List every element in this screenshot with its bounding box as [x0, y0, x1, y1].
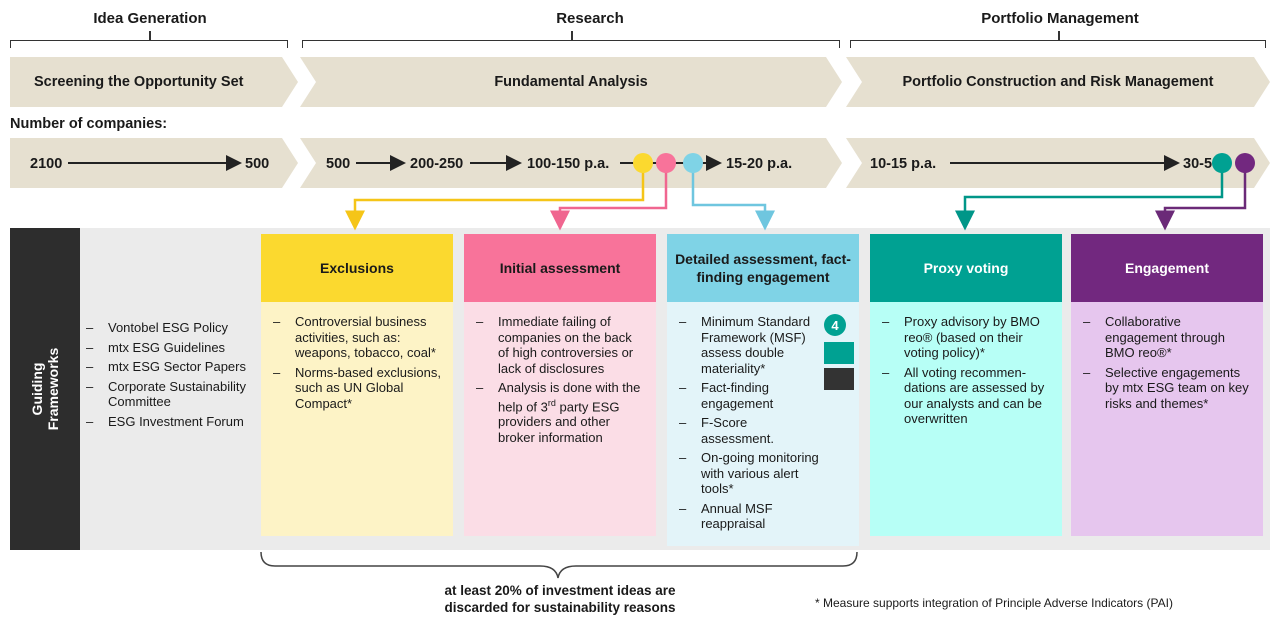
- column-engagement: Engagement Collaborative engagement thro…: [1071, 234, 1263, 536]
- dot-exclusions: [633, 153, 653, 173]
- column-exclusions-header: Exclusions: [261, 234, 453, 302]
- guiding-frameworks-list: Vontobel ESG Policy mtx ESG Guidelines m…: [80, 228, 258, 550]
- phase-research: Research: [556, 10, 624, 27]
- column-initial-title: Initial assessment: [499, 260, 621, 276]
- discarded-note-line2: discarded for sustainability reasons: [444, 600, 676, 615]
- connector-proxy: [955, 172, 1224, 231]
- discarded-note-line1: at least 20% of investment ideas are: [444, 583, 676, 598]
- list-item: Controversial business activities, such …: [273, 314, 443, 361]
- dot-initial: [656, 153, 676, 173]
- column-proxy-voting: Proxy voting Proxy advisory by BMO reo® …: [870, 234, 1062, 536]
- column-initial-assessment: Initial assessment Immediate failing of …: [464, 234, 656, 536]
- dot-engagement: [1235, 153, 1255, 173]
- bracket-idea-generation: [10, 31, 288, 48]
- dot-proxy: [1212, 153, 1232, 173]
- list-item: On-going monitoring with various alert t…: [679, 450, 819, 497]
- list-item: Immediate failing of companies on the ba…: [476, 314, 646, 376]
- list-item: Fact-finding engagement: [679, 380, 819, 411]
- connector-detailed: [691, 172, 775, 231]
- count-30-50: 30-50: [1183, 156, 1221, 172]
- count-500-research: 500: [326, 156, 351, 172]
- bracket-research: [302, 31, 840, 48]
- stage-screening-label: Screening the Opportunity Set: [34, 74, 244, 90]
- bracket-portfolio-management: [850, 31, 1266, 48]
- guiding-item: mtx ESG Sector Papers: [86, 359, 250, 375]
- list-item: Annual MSF reappraisal: [679, 501, 819, 532]
- bottom-brace: [260, 551, 858, 579]
- phase-idea-generation: Idea Generation: [93, 10, 207, 27]
- guiding-frameworks-title: Guiding Frameworks: [29, 348, 61, 430]
- list-item: Collaborative engagement through BMO reo…: [1083, 314, 1253, 361]
- column-proxy-title: Proxy voting: [923, 260, 1009, 276]
- count-15-20: 15-20 p.a.: [726, 156, 793, 172]
- stage-portfolio-label: Portfolio Construction and Risk Manageme…: [902, 74, 1214, 90]
- list-item: All voting recommen-dations are assessed…: [882, 365, 1052, 427]
- column-exclusions-title: Exclusions: [320, 260, 394, 276]
- count-500-idea: 500: [245, 156, 270, 172]
- guiding-item: Vontobel ESG Policy: [86, 320, 250, 336]
- column-engagement-title: Engagement: [1124, 260, 1209, 276]
- connector-engagement: [1155, 172, 1247, 231]
- column-exclusions: Exclusions Controversial business activi…: [261, 234, 453, 536]
- guiding-title-line2: Frameworks: [45, 347, 61, 431]
- count-10-15: 10-15 p.a.: [870, 156, 937, 172]
- count-100-150: 100-150 p.a.: [527, 156, 610, 172]
- connector-exclusions: [345, 172, 645, 231]
- count-200-250: 200-250: [410, 156, 464, 172]
- stage-fundamental-label: Fundamental Analysis: [494, 74, 648, 90]
- column-proxy-header: Proxy voting: [870, 234, 1062, 302]
- stage-fundamental-analysis: Fundamental Analysis: [300, 57, 842, 107]
- list-item: Selective engagements by mtx ESG team on…: [1083, 365, 1253, 412]
- dot-detailed: [683, 153, 703, 173]
- column-initial-header: Initial assessment: [464, 234, 656, 302]
- number-of-companies-label: Number of companies:: [10, 116, 168, 132]
- column-detailed-header: Detailed assessment, fact-finding engage…: [667, 234, 859, 302]
- column-detailed-title: Detailed assessment, fact-finding engage…: [675, 251, 851, 285]
- guiding-item: Corporate Sustainability Committee: [86, 379, 250, 410]
- list-item: Analysis is done with the help of 3rd pa…: [476, 380, 646, 445]
- sdg-badge-icon: 4: [824, 314, 846, 336]
- list-item: Minimum Standard Framework (MSF) assess …: [679, 314, 819, 376]
- badge-teal-block-icon: [824, 342, 854, 364]
- stage-screening: Screening the Opportunity Set: [10, 57, 298, 107]
- guiding-item: mtx ESG Guidelines: [86, 340, 250, 356]
- guiding-title-line1: Guiding: [29, 362, 45, 416]
- list-item: F-Score assessment.: [679, 415, 819, 446]
- guiding-item: ESG Investment Forum: [86, 414, 250, 430]
- discarded-note: at least 20% of investment ideas are dis…: [390, 582, 730, 616]
- column-detailed-assessment: Detailed assessment, fact-finding engage…: [667, 234, 859, 546]
- badge-dark-block-icon: [824, 368, 854, 390]
- stage-portfolio-construction: Portfolio Construction and Risk Manageme…: [846, 57, 1270, 107]
- guiding-frameworks-bar: Guiding Frameworks: [10, 228, 80, 550]
- connector-initial: [550, 172, 668, 231]
- count-2100: 2100: [30, 156, 63, 172]
- list-item: Proxy advisory by BMO reo® (based on the…: [882, 314, 1052, 361]
- column-engagement-header: Engagement: [1071, 234, 1263, 302]
- list-item: Norms-based exclusions, such as UN Globa…: [273, 365, 443, 412]
- phase-portfolio-management: Portfolio Management: [981, 10, 1139, 27]
- footnote: * Measure supports integration of Princi…: [815, 596, 1173, 610]
